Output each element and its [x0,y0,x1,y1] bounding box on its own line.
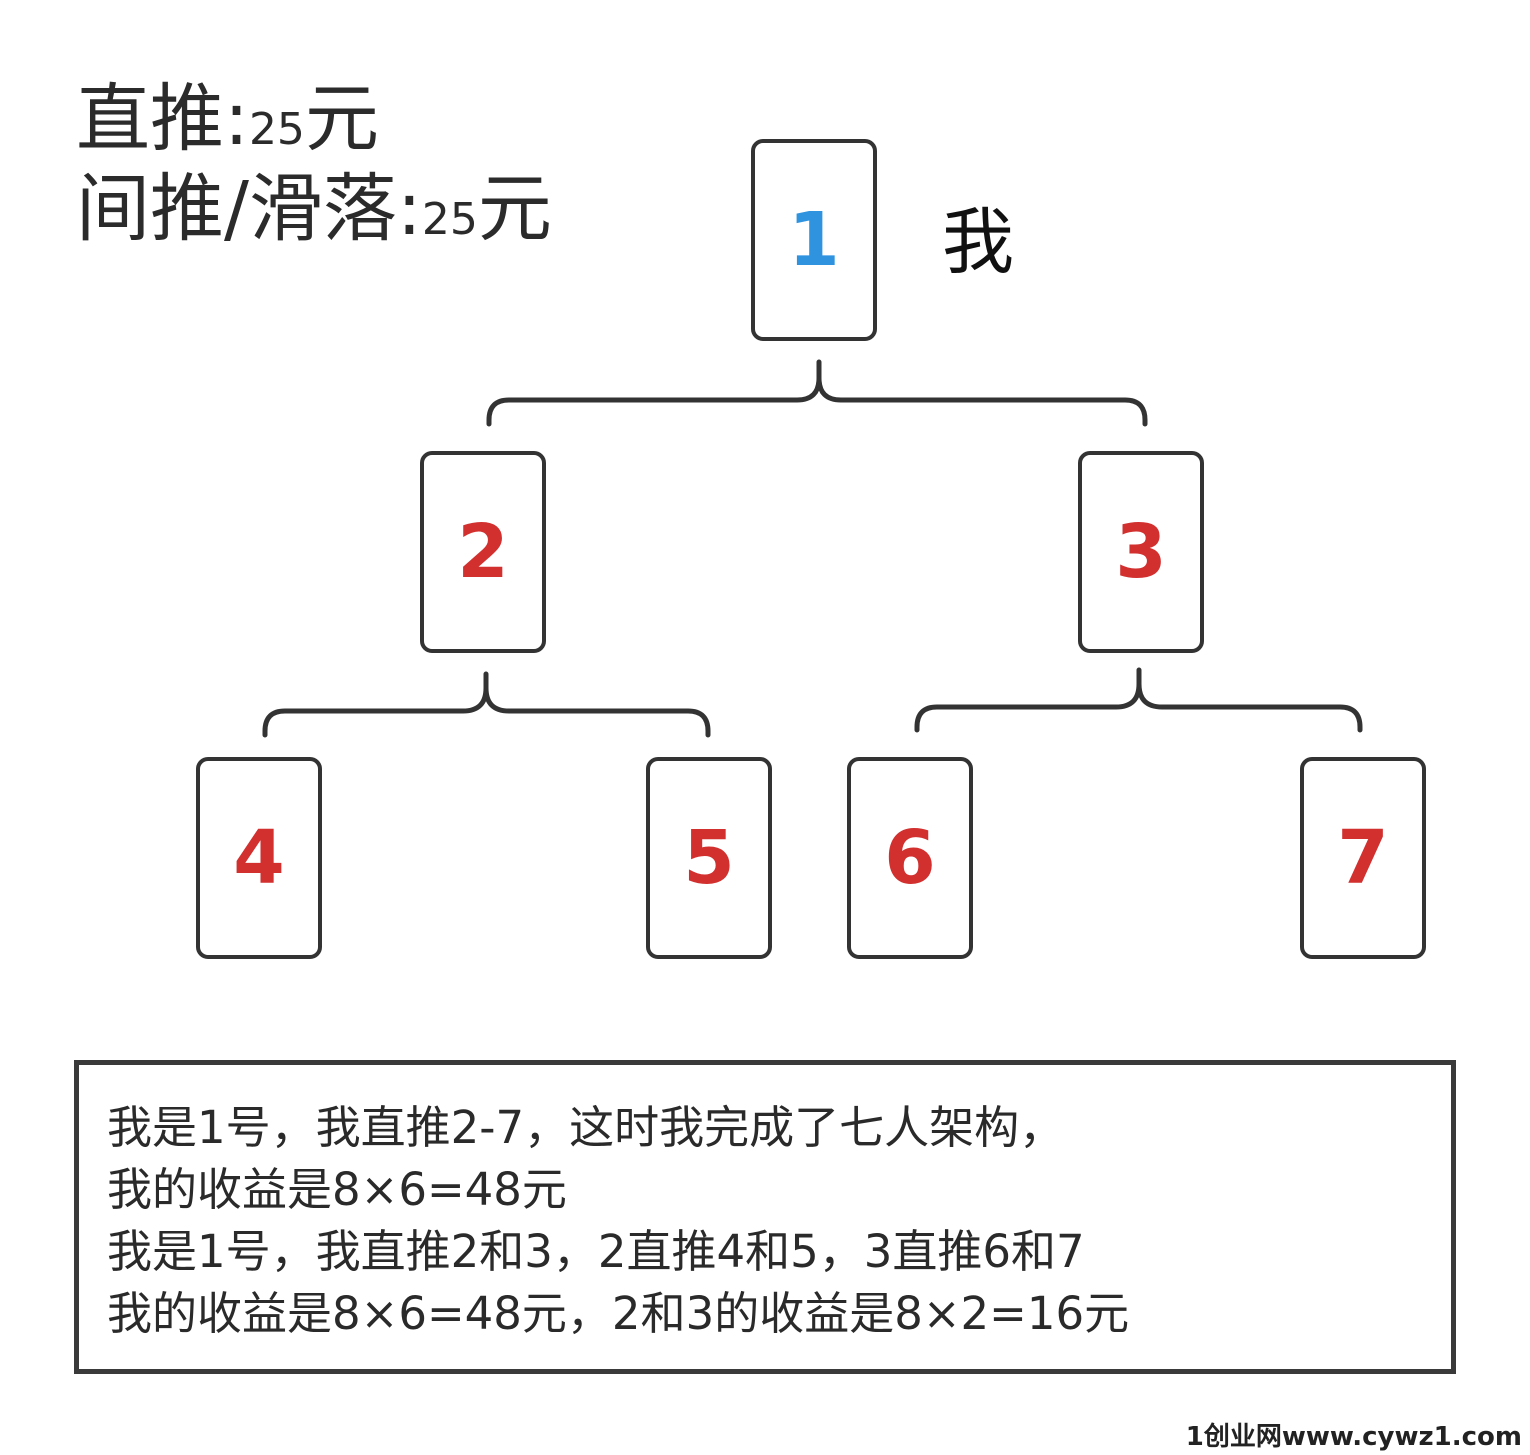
node-number: 3 [1115,509,1167,595]
node-number: 5 [683,815,735,901]
node-number: 1 [788,197,840,283]
tree-node-6: 6 [847,757,973,959]
direct-referral-amount: 25 [248,104,305,155]
explanation-line-4: 我的收益是8×6=48元，2和3的收益是8×2=16元 [107,1287,1130,1340]
node-number: 6 [884,815,936,901]
indirect-referral-line: 间推/滑落:25元 [76,172,552,246]
node-number: 4 [233,815,285,901]
explanation-box: 我是1号，我直推2-7，这时我完成了七人架构， 我的收益是8×6=48元 我是1… [74,1060,1456,1374]
direct-referral-unit: 元 [304,76,379,162]
indirect-referral-label: 间推/滑落: [76,166,422,252]
brace-node-1 [486,359,1148,427]
tree-node-4: 4 [196,757,322,959]
direct-referral-label: 直推: [76,76,249,162]
node-number: 7 [1337,815,1389,901]
tree-node-1: 1 [751,139,877,341]
brace-node-3 [914,667,1363,733]
brace-node-2 [262,671,711,738]
me-label: 我 [942,200,1015,284]
explanation-line-1: 我是1号，我直推2-7，这时我完成了七人架构， [107,1101,1065,1154]
indirect-referral-amount: 25 [421,194,478,245]
explanation-line-3: 我是1号，我直推2和3，2直推4和5，3直推6和7 [107,1225,1085,1278]
tree-node-3: 3 [1078,451,1204,653]
direct-referral-line: 直推:25元 [76,82,379,156]
watermark: 1创业网www.cywz1.com [1185,1422,1522,1452]
indirect-referral-unit: 元 [477,166,552,252]
explanation-line-2: 我的收益是8×6=48元 [107,1163,567,1216]
tree-node-2: 2 [420,451,546,653]
node-number: 2 [457,509,509,595]
tree-node-7: 7 [1300,757,1426,959]
tree-node-5: 5 [646,757,772,959]
